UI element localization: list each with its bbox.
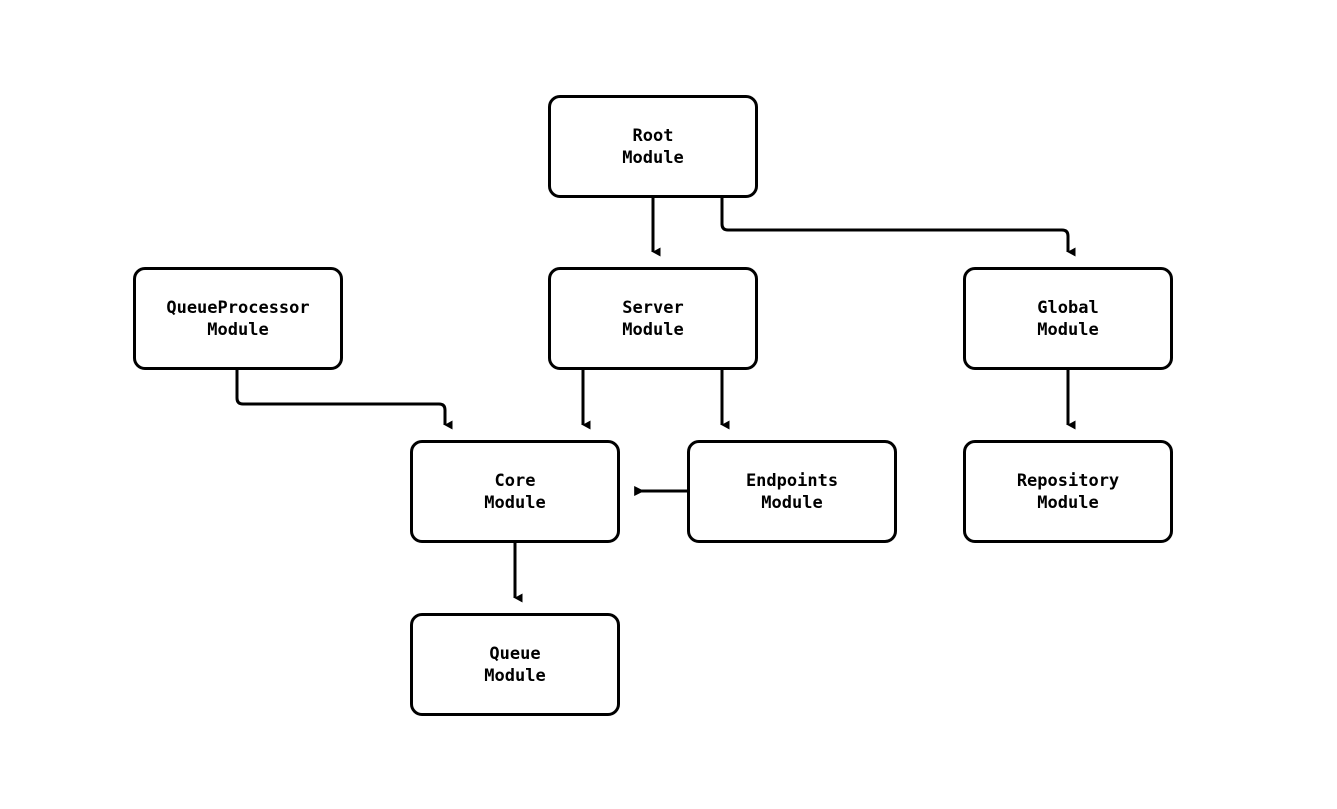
edge-queueprocessor-to-core [235,370,453,430]
node-core-label-line1: Core [494,470,536,491]
node-queue-label-line1: Queue [489,643,541,664]
node-endpoints-label-line1: Endpoints [745,470,839,491]
node-queueprocessor-label-line2: Module [207,319,269,340]
node-repository-label-line1: Repository [1016,470,1120,491]
node-global-label-line2: Module [1037,319,1099,340]
node-root-label-line1: Root [632,125,674,146]
node-server-label-line1: Server [622,297,684,318]
node-server-label-line2: Module [622,319,684,340]
node-repository-label-line2: Module [1037,492,1099,513]
node-endpoints-label-line2: Module [761,492,823,513]
edge-root-to-global [720,198,1076,257]
node-queue-label-line2: Module [484,665,546,686]
node-global-label-line1: Global [1037,297,1099,318]
node-queueprocessor-label-line1: QueueProcessor [166,297,310,318]
node-core-label-line2: Module [484,492,546,513]
node-root-label-line2: Module [622,147,684,168]
